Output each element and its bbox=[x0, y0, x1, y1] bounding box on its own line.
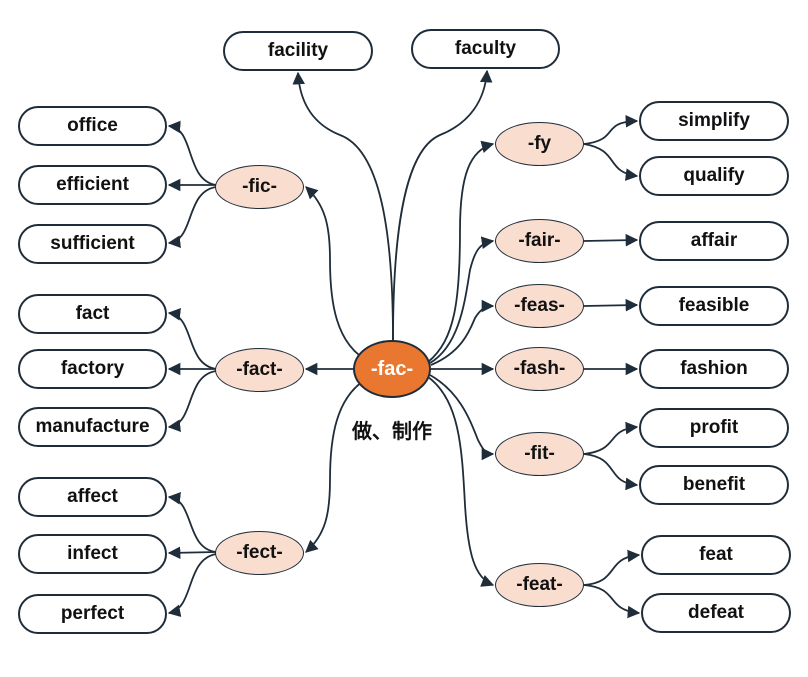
edge-fect-perfect bbox=[167, 553, 217, 618]
affix-fash: -fash- bbox=[495, 347, 584, 391]
edge-root-fic bbox=[305, 186, 371, 363]
word-efficient: efficient bbox=[18, 165, 167, 205]
edge-fair-affair bbox=[583, 233, 639, 247]
edge-root-fair bbox=[429, 236, 495, 364]
affix-feat: -feat- bbox=[495, 563, 584, 607]
edge-fect-affect bbox=[167, 492, 217, 553]
word-feasible: feasible bbox=[639, 286, 789, 326]
edge-feat-defeat bbox=[583, 584, 641, 619]
affix-fact: -fact- bbox=[215, 348, 304, 392]
root-fac: -fac- bbox=[353, 340, 431, 398]
affix-fic: -fic- bbox=[215, 165, 304, 209]
edge-fic-office bbox=[167, 120, 217, 186]
edge-fact-manufacture bbox=[167, 370, 217, 432]
word-feat: feat bbox=[641, 535, 791, 575]
word-benefit: benefit bbox=[639, 465, 789, 505]
edge-fy-qualify bbox=[583, 143, 639, 181]
edge-root-fect bbox=[305, 376, 371, 553]
word-infect: infect bbox=[18, 534, 167, 574]
word-qualify: qualify bbox=[639, 156, 789, 196]
word-defeat: defeat bbox=[641, 593, 791, 633]
word-simplify: simplify bbox=[639, 101, 789, 141]
word-profit: profit bbox=[639, 408, 789, 448]
affix-feas: -feas- bbox=[495, 284, 584, 328]
word-perfect: perfect bbox=[18, 594, 167, 634]
edge-fit-benefit bbox=[583, 453, 639, 491]
word-manufacture: manufacture bbox=[18, 407, 167, 447]
edge-fact-fact bbox=[167, 308, 217, 370]
edge-root-fit bbox=[429, 374, 495, 461]
edge-root-faculty bbox=[392, 69, 493, 341]
word-affect: affect bbox=[18, 477, 167, 517]
affix-fect: -fect- bbox=[215, 531, 304, 575]
word-fashion: fashion bbox=[639, 349, 789, 389]
word-sufficient: sufficient bbox=[18, 224, 167, 264]
word-fact: fact bbox=[18, 294, 167, 334]
affix-fy: -fy bbox=[495, 122, 584, 166]
edge-root-feas bbox=[430, 299, 495, 366]
edge-fit-profit bbox=[583, 421, 639, 455]
word-faculty: faculty bbox=[411, 29, 560, 69]
root-meaning: 做、制作 bbox=[352, 418, 432, 443]
edge-fect-infect bbox=[167, 546, 217, 560]
edge-fy-simplify bbox=[583, 115, 639, 145]
word-facility: facility bbox=[223, 31, 373, 71]
edge-feas-feasible bbox=[583, 298, 639, 312]
word-factory: factory bbox=[18, 349, 167, 389]
edge-root-fy bbox=[427, 140, 495, 363]
word-office: office bbox=[18, 106, 167, 146]
edge-root-feat bbox=[427, 376, 495, 587]
word-affair: affair bbox=[639, 221, 789, 261]
affix-fit: -fit- bbox=[495, 432, 584, 476]
edge-fic-sufficient bbox=[167, 186, 217, 248]
edge-feat-feat bbox=[583, 549, 641, 586]
affix-fair: -fair- bbox=[495, 219, 584, 263]
edge-root-facility bbox=[292, 71, 394, 341]
